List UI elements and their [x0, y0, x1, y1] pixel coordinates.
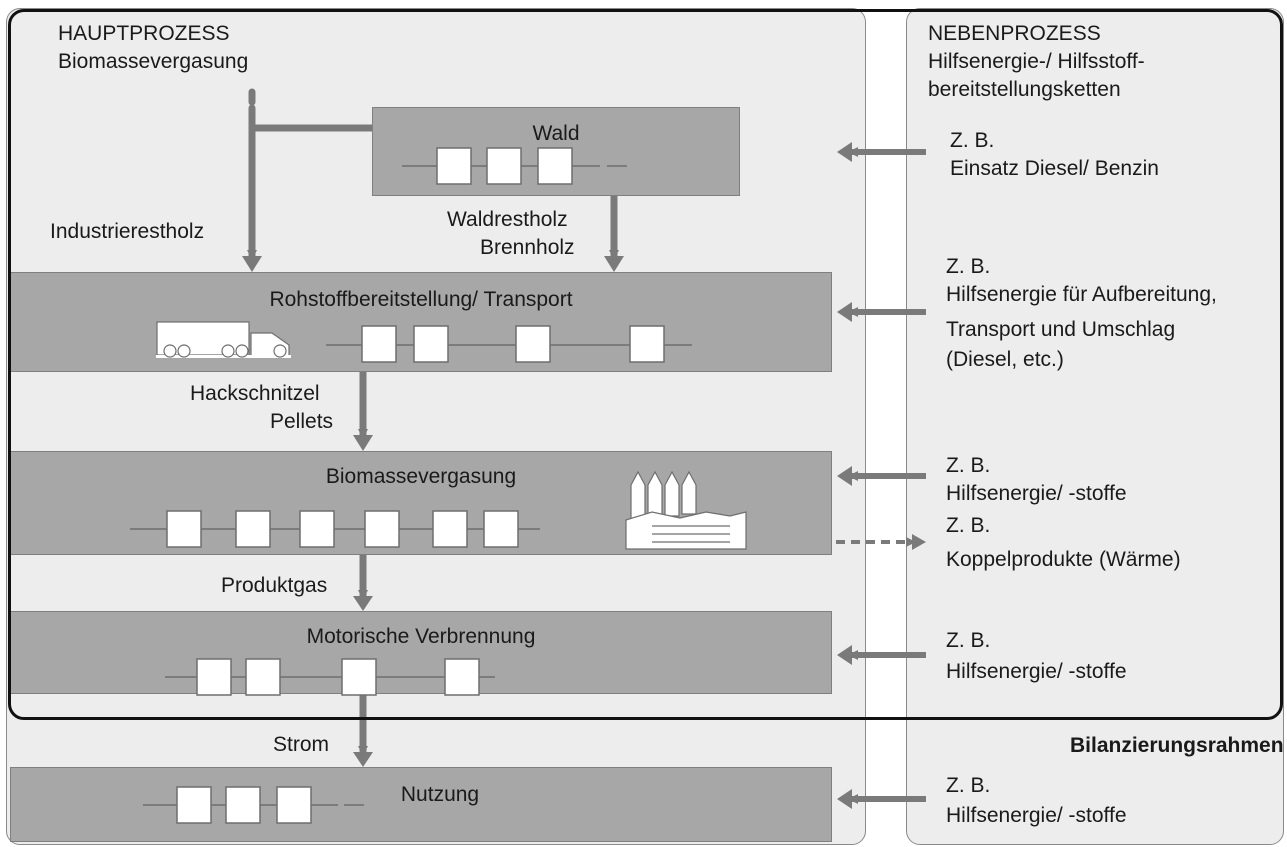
main-process-subtitle: Biomassevergasung: [58, 50, 249, 73]
process-chain-gasification: [130, 510, 540, 548]
flow-power-label: Strom: [273, 733, 330, 756]
side-input-supply-4: (Diesel, etc.): [946, 348, 1064, 371]
side-input-supply-3: Transport und Umschlag: [946, 318, 1176, 341]
accounting-boundary-frame: [8, 9, 1283, 720]
truck-icon: [156, 321, 291, 358]
process-chain-use: [143, 786, 364, 824]
flow-industrial-label: Industrierestholz: [50, 220, 205, 243]
side-process-heading: NEBENPROZESS: [928, 22, 1101, 45]
side-coproducts-1: Z. B.: [946, 514, 991, 537]
side-input-gasification-2: Hilfsenergie/ -stoffe: [946, 482, 1127, 505]
side-input-forest-1: Z. B.: [950, 129, 995, 152]
step-use-label: Nutzung: [400, 783, 480, 806]
side-process-subtitle-1: Hilfsenergie-/ Hilfsstoff-: [928, 50, 1145, 73]
flow-pellets-label: Pellets: [270, 410, 334, 433]
flow-chips-label: Hackschnitzel: [190, 382, 320, 405]
side-coproducts-2: Koppelprodukte (Wärme): [946, 548, 1181, 571]
side-input-supply-1: Z. B.: [946, 255, 991, 278]
side-input-gasification-1: Z. B.: [946, 454, 991, 477]
flow-product-gas-label: Produktgas: [221, 574, 328, 597]
step-combustion: [10, 611, 832, 694]
boundary-label: Bilanzierungsrahmen: [1070, 734, 1284, 757]
side-input-supply-2: Hilfsenergie für Aufbereitung,: [946, 283, 1217, 306]
side-input-forest-2: Einsatz Diesel/ Benzin: [950, 157, 1159, 180]
process-chain-supply: [326, 325, 692, 363]
step-gasification-label: Biomassevergasung: [325, 465, 517, 488]
side-process-panel: [906, 8, 1284, 845]
step-combustion-label: Motorische Verbrennung: [306, 625, 536, 648]
main-process-heading: HAUPTPROZESS: [58, 22, 230, 45]
flow-firewood-label: Brennholz: [480, 236, 575, 259]
flow-forest-residue-label: Waldrestholz: [447, 208, 568, 231]
side-process-subtitle-2: bereitstellungsketten: [928, 78, 1121, 101]
process-chain-forest: [402, 147, 627, 185]
side-input-use-1: Z. B.: [946, 774, 991, 797]
side-input-use-2: Hilfsenergie/ -stoffe: [946, 804, 1127, 827]
step-supply-label: Rohstoffbereitstellung/ Transport: [269, 288, 573, 311]
factory-icon: [625, 470, 747, 550]
side-input-combustion-2: Hilfsenergie/ -stoffe: [946, 660, 1127, 683]
step-forest-label: Wald: [532, 122, 580, 145]
process-chain-combustion: [165, 658, 495, 696]
side-input-combustion-1: Z. B.: [946, 629, 991, 652]
